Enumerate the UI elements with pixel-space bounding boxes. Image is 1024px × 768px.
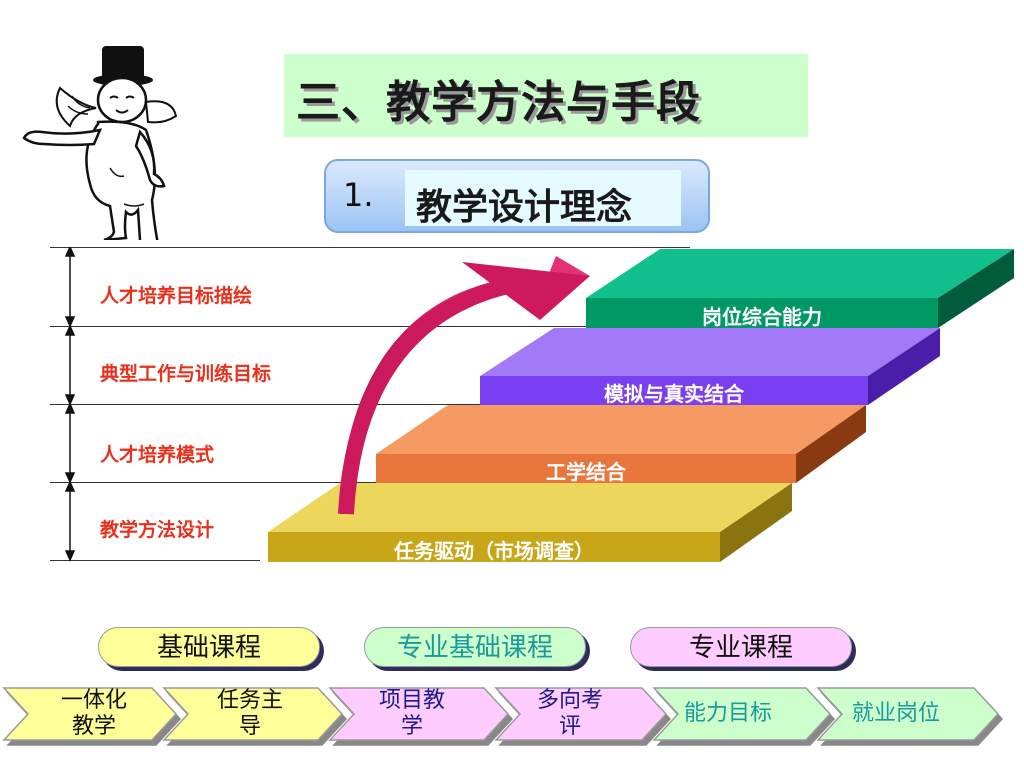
subtitle-inner-box — [405, 170, 681, 226]
chevron-label-6: 就业岗位 — [851, 701, 940, 726]
stage-label-3: 人才培养模式 — [100, 444, 215, 466]
chevron-4 — [494, 687, 668, 741]
divider-line — [50, 560, 260, 561]
step-label-4: 任务驱动（市场调查） — [394, 539, 594, 563]
divider-line — [50, 247, 690, 248]
page-title: 三、教学方法与手段 — [296, 77, 701, 128]
step-label-3: 工学结合 — [546, 460, 626, 484]
chevron-1 — [2, 687, 178, 741]
subtitle-text: 教学设计理念 — [416, 187, 633, 228]
chevron-5 — [652, 687, 832, 741]
step-2 — [480, 328, 940, 405]
stage-label-4: 教学方法设计 — [100, 519, 215, 541]
chevron-label-4: 多向考评 — [536, 688, 603, 739]
staircase — [268, 249, 1014, 562]
step-1 — [586, 249, 1014, 328]
chevron-3 — [328, 687, 510, 741]
title-box — [284, 54, 808, 137]
chevron-label-3: 项目教学 — [378, 688, 445, 739]
subtitle-number: 1. — [343, 176, 374, 214]
divider-line — [50, 404, 490, 405]
chevron-label-2: 任务主导 — [216, 688, 283, 739]
divider-line — [50, 482, 390, 483]
step-label-1: 岗位综合能力 — [702, 305, 822, 329]
stage-label-1: 人才培养目标描绘 — [100, 285, 253, 307]
course-pill-professional[interactable]: 专业课程 — [630, 627, 852, 667]
divider-line — [50, 326, 590, 327]
chevron-2 — [162, 687, 344, 741]
stage-arrows — [64, 247, 76, 562]
step-3 — [376, 405, 866, 483]
stage-label-2: 典型工作与训练目标 — [100, 363, 272, 385]
chevron-label-5: 能力目标 — [683, 701, 772, 726]
step-4 — [268, 483, 792, 562]
course-pill-professional-basic[interactable]: 专业基础课程 — [364, 627, 586, 667]
course-pill-basic[interactable]: 基础课程 — [98, 627, 320, 667]
chevron-label-1: 一体化教学 — [60, 688, 127, 739]
step-label-2: 模拟与真实结合 — [604, 382, 744, 406]
cherub-image — [22, 46, 178, 240]
chevron-6 — [816, 687, 1000, 741]
chevron-bar — [2, 687, 1000, 741]
